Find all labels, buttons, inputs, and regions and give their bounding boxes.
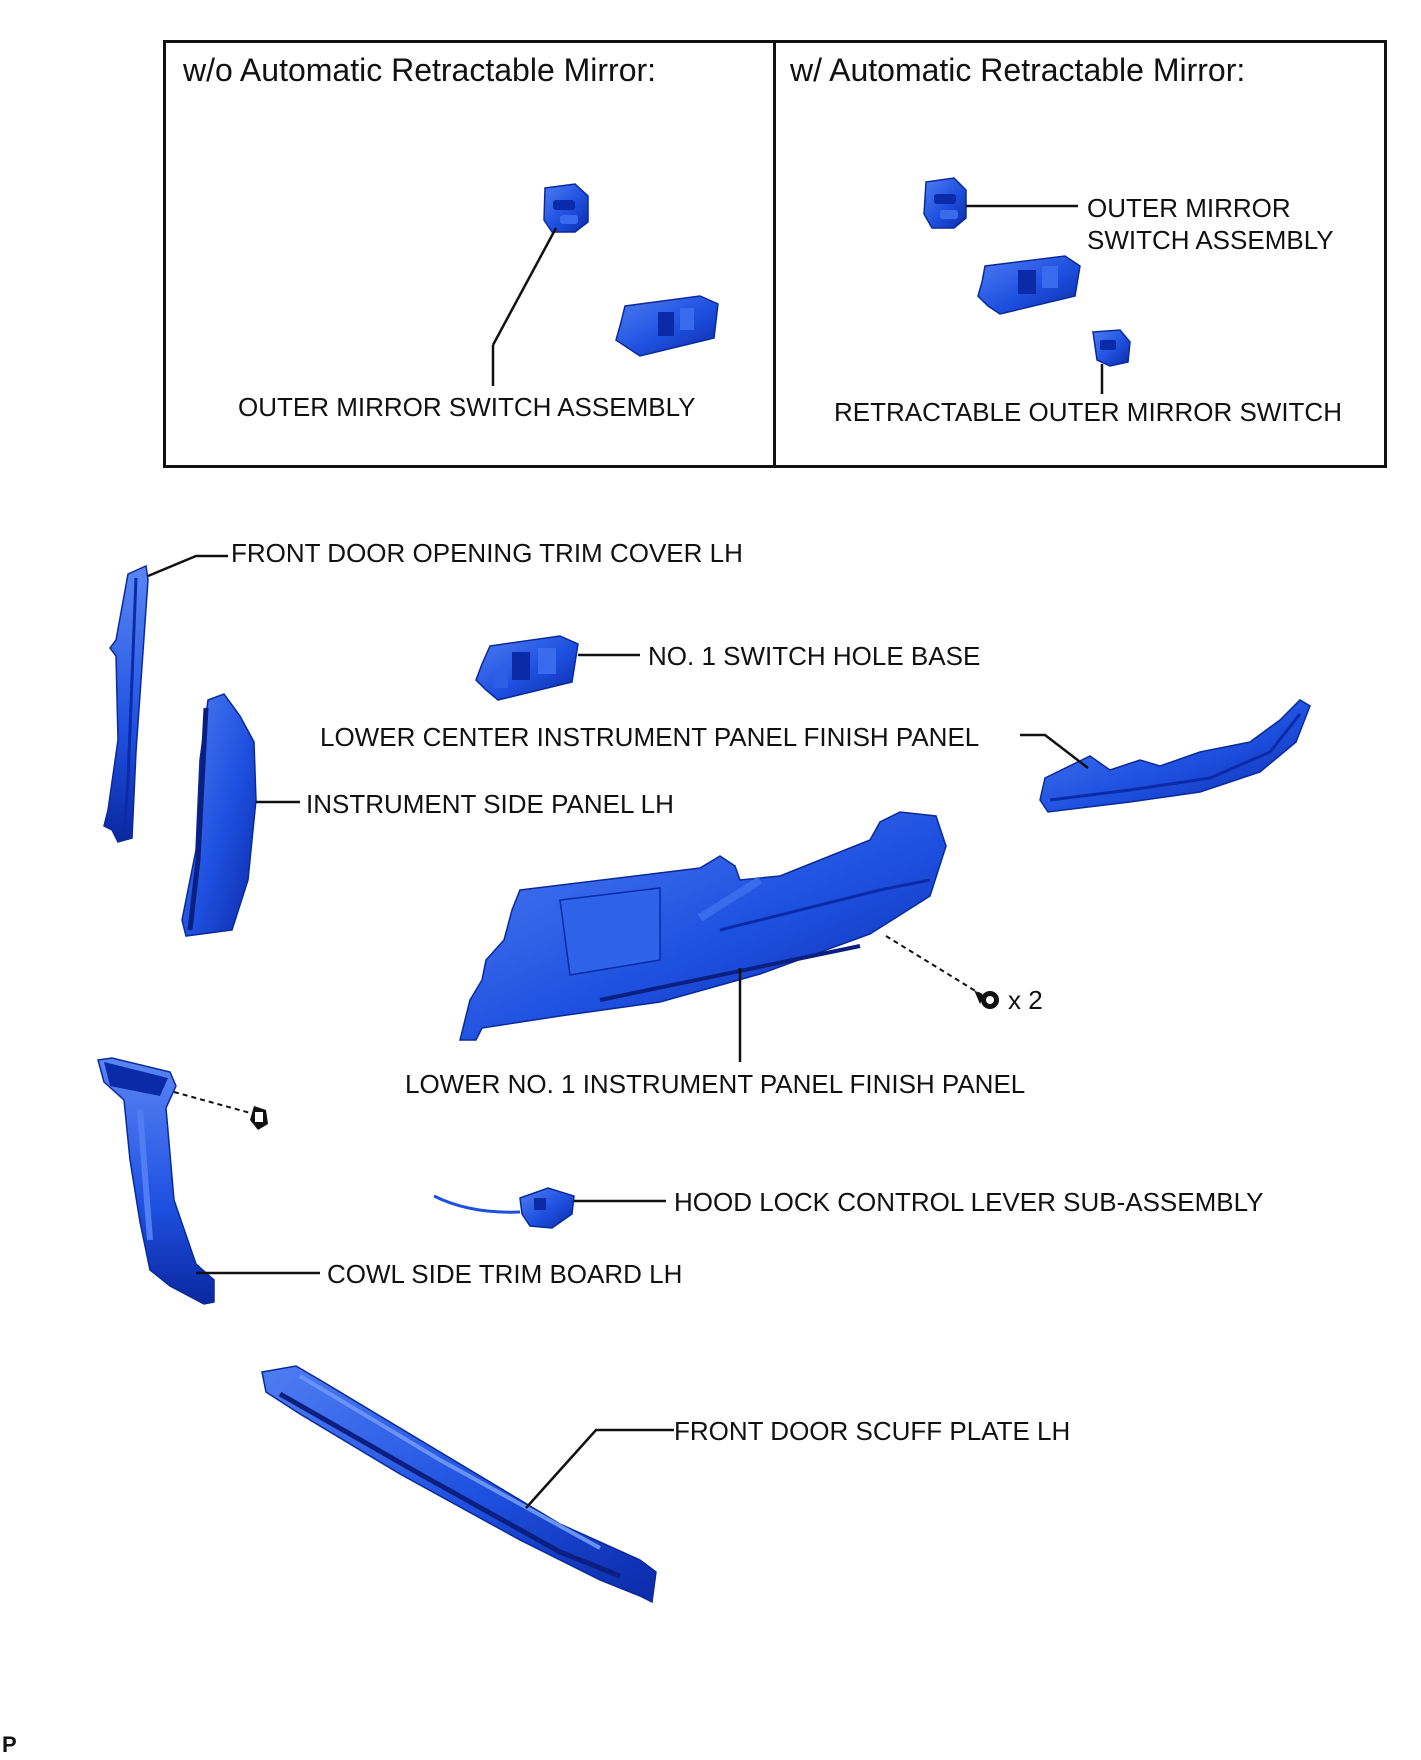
outer-mirror-switch-wo-part — [543, 183, 589, 233]
hood-lock-lever-part — [433, 1187, 575, 1229]
label-fastener-quantity: x 2 — [1008, 985, 1043, 1015]
label-retractable-outer-mirror-switch: RETRACTABLE OUTER MIRROR SWITCH — [834, 397, 1342, 427]
label-switch-hole-base: NO. 1 SWITCH HOLE BASE — [648, 641, 981, 671]
screw-axis-line — [885, 935, 983, 996]
label-lower-no1-finish-panel: LOWER NO. 1 INSTRUMENT PANEL FINISH PANE… — [405, 1069, 1026, 1099]
front-door-opening-trim-cover-part — [103, 564, 149, 843]
clip-part — [250, 1106, 268, 1130]
leader-lower-center-finish — [1020, 733, 1089, 769]
heading-with-retractable: w/ Automatic Retractable Mirror: — [790, 52, 1246, 88]
label-outer-mirror-switch-w-line1: OUTER MIRROR — [1087, 193, 1291, 223]
cowl-side-trim-part — [97, 1057, 215, 1305]
label-outer-mirror-switch-w-line2: SWITCH ASSEMBLY — [1087, 225, 1334, 255]
label-front-door-opening-trim-cover: FRONT DOOR OPENING TRIM COVER LH — [231, 538, 743, 568]
label-lower-center-finish-panel: LOWER CENTER INSTRUMENT PANEL FINISH PAN… — [320, 722, 980, 752]
label-cowl-side-trim: COWL SIDE TRIM BOARD LH — [327, 1259, 683, 1289]
outer-mirror-switch-w-part — [923, 177, 967, 229]
lower-no1-finish-panel-part — [459, 811, 947, 1041]
front-door-scuff-plate-part — [261, 1365, 657, 1604]
lower-center-finish-panel-part — [1039, 699, 1311, 813]
switch-hole-base-w-part — [977, 255, 1081, 315]
label-hood-lock-lever: HOOD LOCK CONTROL LEVER SUB-ASSEMBLY — [674, 1187, 1264, 1217]
switch-hole-base-wo-part — [615, 295, 719, 357]
switch-hole-base-part — [475, 635, 579, 701]
screw-part — [974, 990, 999, 1009]
label-instrument-side-panel: INSTRUMENT SIDE PANEL LH — [306, 789, 674, 819]
instrument-side-panel-part — [181, 693, 257, 937]
variant-divider — [773, 40, 776, 468]
label-front-door-scuff-plate: FRONT DOOR SCUFF PLATE LH — [674, 1416, 1071, 1446]
leader-front-door-opening-trim — [147, 554, 228, 578]
corner-mark: P — [2, 1732, 17, 1757]
retractable-switch-part — [1092, 329, 1131, 367]
leader-front-door-scuff-plate — [525, 1428, 674, 1509]
label-outer-mirror-switch-wo: OUTER MIRROR SWITCH ASSEMBLY — [238, 392, 696, 422]
heading-without-retractable: w/o Automatic Retractable Mirror: — [183, 52, 657, 88]
clip-axis-line — [173, 1091, 255, 1115]
leader-outer-mirror-switch-wo — [491, 227, 558, 346]
